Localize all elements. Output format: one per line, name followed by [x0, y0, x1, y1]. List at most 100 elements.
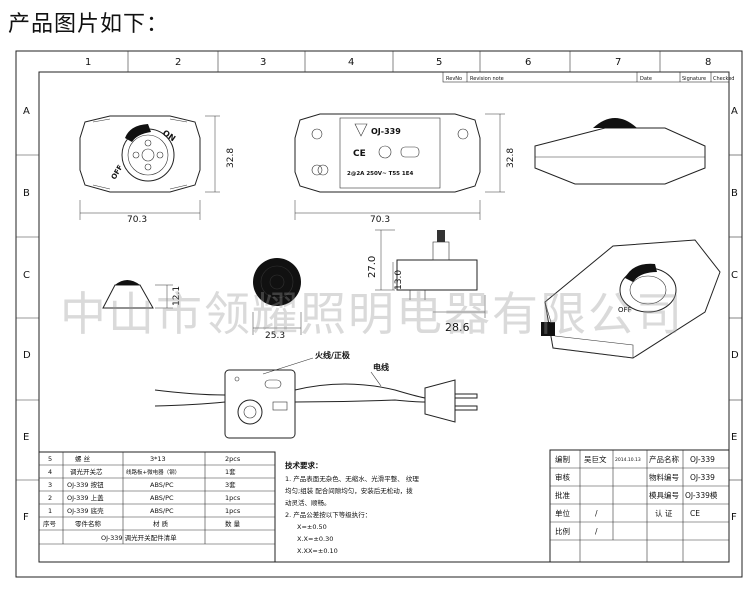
bom-cell: ABS/PC: [150, 507, 174, 515]
on-marking: ON: [161, 128, 177, 143]
bom-table: 5 螺 丝 3*13 2pcs 4 调光开关芯 线路板+微电器（钢） 1套 3 …: [38, 451, 276, 563]
rev-no-label: RevNo: [446, 76, 462, 82]
row-marker: D: [731, 350, 739, 361]
dim-width-top: 70.3: [370, 215, 390, 225]
row-marker: B: [23, 188, 30, 199]
col-marker: 3: [260, 57, 266, 68]
tb-cell: 批准: [555, 490, 570, 500]
bom-cell: 3*13: [150, 455, 166, 463]
tb-cell: OJ-339: [690, 455, 715, 464]
screw-hole-right: [317, 164, 329, 176]
brand-logo-icon: [354, 123, 368, 137]
front-knob-grip: [125, 124, 151, 142]
notes-line: 均匀;组装 配合间隙均匀，安装后无松动，拨: [285, 486, 413, 495]
bom-cell: OJ-339 按钮: [67, 480, 104, 489]
tb-cell: /: [595, 527, 598, 536]
tb-cell: 认 证: [655, 508, 673, 518]
bom-cell: 1pcs: [225, 507, 241, 515]
screw-hole-left: [311, 128, 323, 140]
page-heading: 产品图片如下：: [8, 12, 170, 37]
row-marker: E: [731, 432, 737, 443]
knob-profile-view: 12.1: [102, 280, 182, 309]
col-marker: 7: [615, 57, 621, 68]
inner-frame: [38, 71, 730, 563]
notes-line: X=±0.50: [297, 523, 327, 531]
signature-label: Signature: [682, 76, 706, 82]
revision-note-label: Revision note: [470, 76, 504, 82]
bom-cell: ABS/PC: [150, 481, 174, 489]
switch-top-outline: [224, 369, 296, 439]
tb-cell: 2014.10.13: [615, 457, 641, 463]
tb-cell: 编制: [555, 454, 570, 464]
dim-knob-height: 12.1: [172, 286, 182, 306]
title-block: 编制 吴巨文 2014.10.13 产品名称 OJ-339 审核 物料编号 OJ…: [549, 449, 730, 563]
bom-header-cell: 数 量: [225, 519, 241, 528]
bom-header-cell: 零件名称: [75, 519, 102, 528]
checked-label: Checked: [713, 76, 734, 82]
wiring-view: 火线/正极 电线: [154, 350, 478, 439]
bom-header-cell: 材 质: [153, 519, 169, 528]
col-marker: 1: [85, 57, 91, 68]
tb-cell: OJ-339: [690, 473, 715, 482]
technical-drawing-sheet: 1 2 3 4 5 6 7 8 A B C D E F A B C D E F: [15, 50, 743, 578]
row-marker: E: [23, 432, 29, 443]
cable-label: 电线: [373, 362, 389, 372]
tb-cell: CE: [690, 509, 700, 518]
bom-cell: 2pcs: [225, 455, 241, 463]
tb-cell: 产品名称: [649, 454, 679, 464]
live-wire-label: 火线/正极: [315, 350, 350, 360]
bom-cell: 3套: [225, 480, 236, 489]
bom-cell: 3: [48, 481, 52, 489]
off-marking: OFF: [110, 163, 125, 181]
notes-line: X.X=±0.30: [297, 535, 333, 543]
notes-line: 1. 产品表面无杂色、无缩水、光滑平整、 纹理: [285, 474, 419, 483]
row-marker: C: [731, 270, 738, 281]
notes-line: X.XX=±0.10: [297, 547, 338, 555]
dim-pot-width: 28.6: [445, 321, 470, 334]
date-label: Date: [640, 76, 652, 82]
row-marker: B: [731, 188, 738, 199]
outer-frame: [15, 50, 743, 578]
notes-line: 2. 产品公差按以下等级执行：: [285, 510, 371, 519]
dim-pot-height: 27.0: [367, 256, 378, 278]
bom-cell: OJ-339 上盖: [67, 493, 104, 502]
rating-marking: 2@2A 250V~ T55 1E4: [347, 171, 413, 177]
tb-cell: OJ-339模: [685, 490, 718, 500]
tb-cell: 比例: [555, 526, 570, 536]
row-marker: A: [23, 106, 30, 117]
bom-header-cell: 序号: [43, 519, 57, 528]
tb-cell: 物料编号: [649, 472, 679, 482]
row-marker: D: [23, 350, 31, 361]
bom-cell: 调光开关芯: [70, 467, 103, 476]
col-marker: 5: [436, 57, 442, 68]
dim-knob-diameter: 25.3: [265, 331, 285, 341]
revision-header: RevNo Revision note Date Signature Check…: [442, 71, 734, 83]
dim-height-top: 32.8: [506, 148, 516, 168]
isometric-view: OFF: [541, 239, 721, 359]
dim-width-front: 70.3: [127, 215, 147, 225]
bom-cell: 2: [48, 494, 52, 502]
tb-cell: /: [595, 509, 598, 518]
top-body-outline: [294, 113, 481, 193]
technical-notes: 技术要求： 1. 产品表面无杂色、无缩水、光滑平整、 纹理 均匀;组装 配合间隙…: [285, 460, 419, 555]
ce-marking: CE: [353, 149, 366, 159]
dim-pot-inner: 13.0: [394, 270, 404, 290]
certification-logo-icon: [400, 146, 420, 158]
plug-body: [424, 379, 456, 423]
side-knob-profile: [593, 118, 637, 128]
bom-cell: 1套: [225, 467, 236, 476]
row-markers: A B C D E F A B C D E F: [23, 106, 739, 523]
bom-cell: 1: [48, 507, 52, 515]
row-marker: A: [731, 106, 738, 117]
watermark: 中山市领耀照明电器有限公司: [60, 287, 684, 341]
front-view: ON OFF 32.8 70.3: [79, 115, 236, 225]
notes-line: 动灵活、顺畅。: [285, 498, 331, 507]
bom-title: OJ-339 调光开关配件清单: [101, 533, 177, 542]
col-marker: 2: [175, 57, 181, 68]
row-marker: C: [23, 270, 30, 281]
iso-off-marking: OFF: [618, 306, 632, 314]
bom-cell: 5: [48, 455, 52, 463]
row-marker: F: [23, 512, 29, 523]
potentiometer-view: 27.0 13.0 28.6: [367, 229, 486, 334]
bom-cell: 1pcs: [225, 494, 241, 502]
